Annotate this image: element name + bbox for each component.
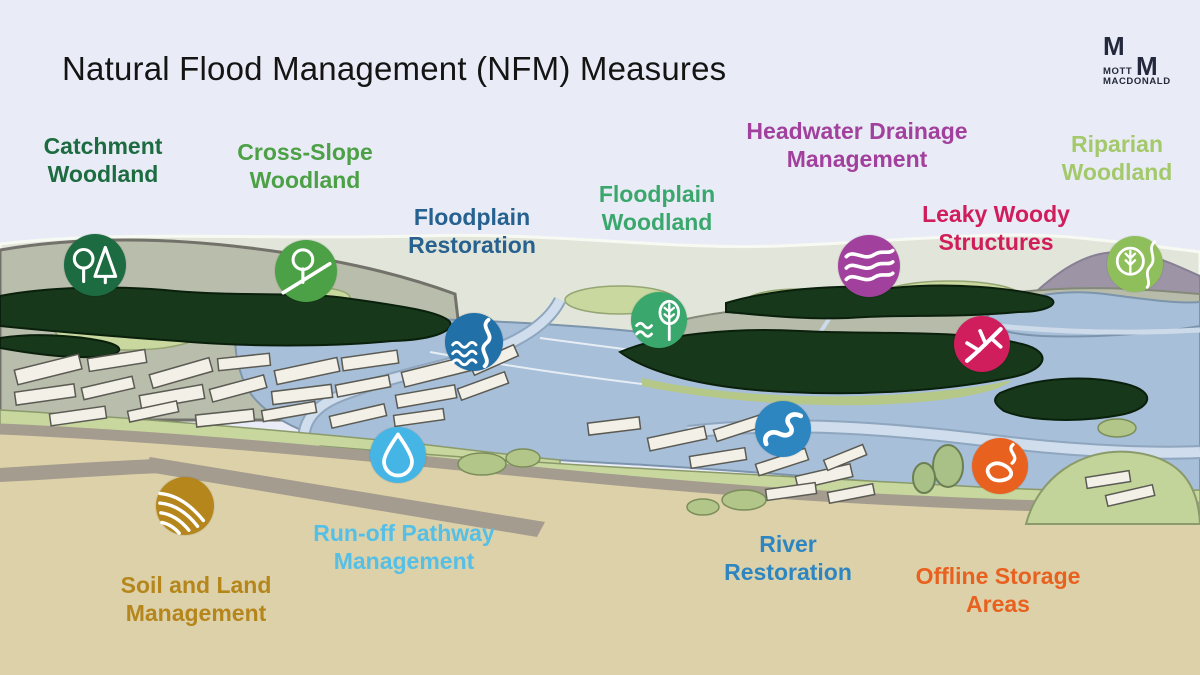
green-mound — [1024, 450, 1200, 525]
label-headwater-drainage-management: Headwater Drainage Management — [746, 118, 968, 172]
logo-m-bottom-icon: M — [1136, 51, 1158, 81]
run-off-pathway-management-icon — [370, 427, 426, 483]
logo-wordmark: MOTT MACDONALD — [1103, 66, 1171, 87]
headwater-drainage-management-icon — [838, 235, 900, 297]
trees-icon — [72, 245, 118, 285]
label-floodplain-woodland: Floodplain Woodland — [598, 181, 716, 235]
catchment-woodland-icon — [64, 234, 126, 296]
waves-tree-icon — [635, 299, 680, 341]
meander-icon — [763, 412, 804, 447]
waves-river-icon — [451, 317, 492, 369]
floodplain-woodland-icon — [631, 292, 687, 348]
label-river-restoration: River Restoration — [724, 531, 852, 585]
label-soil-and-land-management: Soil and Land Management — [120, 572, 272, 626]
village-buildings — [13, 343, 1156, 508]
label-leaky-woody-structures: Leaky Woody Structures — [922, 201, 1070, 255]
contour-waves-icon — [844, 248, 895, 282]
label-riparian-woodland: Riparian Woodland — [1061, 131, 1173, 185]
floodplain-restoration-icon — [445, 313, 503, 371]
forests — [0, 284, 1148, 421]
label-cross-slope-woodland: Cross-Slope Woodland — [237, 139, 373, 193]
cross-slope-woodland-icon — [275, 240, 337, 302]
soil-and-land-management-icon — [156, 477, 214, 535]
woody-branch-icon — [964, 326, 1003, 363]
label-catchment-woodland: Catchment Woodland — [43, 133, 163, 187]
riparian-woodland-icon — [1107, 236, 1163, 292]
storage-pond-icon — [985, 442, 1017, 483]
page-title: Natural Flood Management (NFM) Measures — [62, 50, 727, 87]
river-restoration-icon — [755, 401, 811, 457]
tree-on-slope-icon — [281, 248, 332, 295]
label-floodplain-restoration: Floodplain Restoration — [408, 204, 536, 258]
droplet-icon — [382, 432, 414, 478]
label-offline-storage-areas: Offline Storage Areas — [915, 563, 1081, 617]
bushes — [457, 418, 1137, 516]
riverside-trees — [912, 444, 964, 494]
mott-macdonald-logo: M M MOTT MACDONALD — [1103, 31, 1193, 87]
leaky-woody-structures-icon — [954, 316, 1010, 372]
tree-circle-river-icon — [1115, 240, 1156, 289]
logo-m-top-icon: M — [1103, 31, 1125, 61]
roads — [0, 423, 1200, 537]
field-furrows-icon — [158, 491, 206, 535]
label-run-off-pathway-management: Run-off Pathway Management — [313, 520, 495, 574]
offline-storage-areas-icon — [972, 438, 1028, 494]
